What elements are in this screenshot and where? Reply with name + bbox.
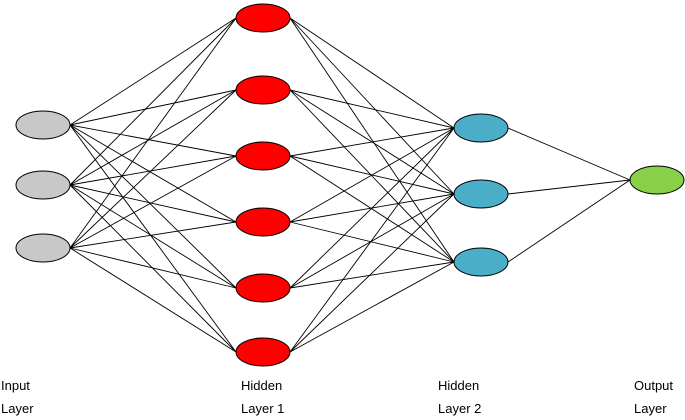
input-node-3 xyxy=(15,233,71,263)
edge-input-2-to-hidden1-5 xyxy=(69,247,237,353)
edge-hidden1-4-to-hidden2-1 xyxy=(289,193,455,289)
edge-input-0-to-hidden1-3 xyxy=(69,124,237,223)
hidden-layer-1-label: Hidden Layer 1 xyxy=(241,374,284,420)
edge-input-1-to-hidden1-0 xyxy=(69,17,237,186)
edge-input-2-to-hidden1-1 xyxy=(69,89,237,249)
edge-input-2-to-hidden1-4 xyxy=(69,247,237,289)
hidden1-node-3 xyxy=(235,141,291,171)
edge-hidden2-0-to-output-0 xyxy=(507,127,631,181)
output-layer-label-line2: Layer xyxy=(634,401,667,416)
hidden2-node-1 xyxy=(453,113,509,143)
edge-input-0-to-hidden1-5 xyxy=(69,124,237,353)
edge-hidden1-5-to-hidden2-2 xyxy=(289,261,455,353)
hidden-layer-1-label-line2: Layer 1 xyxy=(241,401,285,416)
hidden1-node-5 xyxy=(235,273,291,303)
edge-hidden1-2-to-hidden2-0 xyxy=(289,127,455,157)
output-layer-label: Output Layer xyxy=(634,374,673,420)
edge-input-1-to-hidden1-3 xyxy=(69,184,237,223)
input-layer-label-line1: Input xyxy=(1,378,30,393)
hidden-layer-1-label-line1: Hidden xyxy=(241,378,283,393)
input-node-1 xyxy=(15,110,71,140)
input-layer-label-line2: Layer xyxy=(1,401,34,416)
hidden-layer-2-label-line1: Hidden xyxy=(438,378,480,393)
edge-hidden1-3-to-hidden2-0 xyxy=(289,127,455,223)
hidden-layer-2-label-line2: Layer 2 xyxy=(438,401,482,416)
hidden1-node-2 xyxy=(235,75,291,105)
hidden1-node-1 xyxy=(235,3,291,33)
edge-hidden1-5-to-hidden2-0 xyxy=(289,127,455,353)
edge-hidden1-0-to-hidden2-0 xyxy=(289,17,455,129)
hidden2-node-2 xyxy=(453,179,509,209)
edge-hidden1-4-to-hidden2-2 xyxy=(289,261,455,289)
edge-input-2-to-hidden1-0 xyxy=(69,17,237,249)
edge-input-2-to-hidden1-3 xyxy=(69,221,237,249)
edge-input-1-to-hidden1-4 xyxy=(69,184,237,289)
edge-hidden1-4-to-hidden2-0 xyxy=(289,127,455,289)
edge-input-2-to-hidden1-2 xyxy=(69,155,237,249)
input-layer-label: Input Layer xyxy=(1,374,34,420)
edge-input-1-to-hidden1-1 xyxy=(69,89,237,186)
hidden-layer-2-label: Hidden Layer 2 xyxy=(438,374,481,420)
network-nodes xyxy=(15,3,685,367)
hidden2-node-3 xyxy=(453,247,509,277)
edge-input-0-to-hidden1-2 xyxy=(69,124,237,157)
hidden1-node-6 xyxy=(235,337,291,367)
hidden1-node-4 xyxy=(235,207,291,237)
edge-hidden1-2-to-hidden2-2 xyxy=(289,155,455,263)
edge-input-0-to-hidden1-4 xyxy=(69,124,237,289)
input-node-2 xyxy=(15,170,71,200)
edge-hidden1-5-to-hidden2-1 xyxy=(289,193,455,353)
edge-input-1-to-hidden1-2 xyxy=(69,155,237,186)
output-node-1 xyxy=(629,165,685,195)
connection-lines xyxy=(69,17,631,353)
edge-hidden2-2-to-output-0 xyxy=(507,179,631,263)
output-layer-label-line1: Output xyxy=(634,378,674,393)
edge-input-1-to-hidden1-5 xyxy=(69,184,237,353)
edge-input-0-to-hidden1-1 xyxy=(69,89,237,126)
edge-input-0-to-hidden1-0 xyxy=(69,17,237,126)
edge-hidden1-3-to-hidden2-2 xyxy=(289,221,455,263)
edge-hidden2-1-to-output-0 xyxy=(507,179,631,195)
edge-hidden1-0-to-hidden2-2 xyxy=(289,17,455,263)
edge-hidden1-1-to-hidden2-2 xyxy=(289,89,455,263)
edge-hidden1-1-to-hidden2-0 xyxy=(289,89,455,129)
